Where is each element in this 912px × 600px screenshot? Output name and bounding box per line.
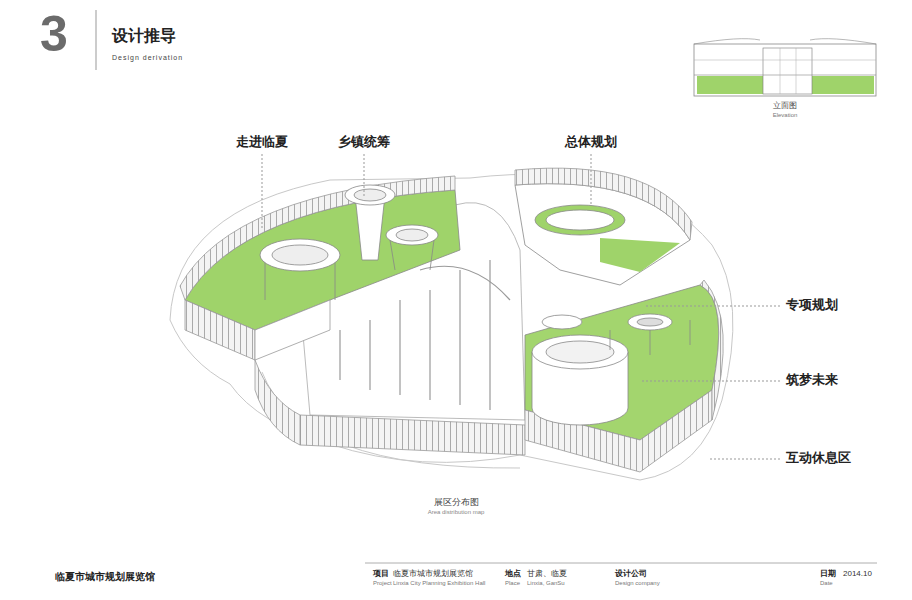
- cylinders: [532, 314, 690, 425]
- footer-value-english: Linxia City Planning Exhibition Hall: [393, 580, 485, 587]
- zone-callout: 专项规划: [786, 298, 838, 313]
- elevation-roof: [694, 39, 876, 44]
- leader-lines: [262, 154, 780, 459]
- thumbnail-subtitle: Elevation: [773, 112, 798, 119]
- curtain-wall: [185, 300, 255, 360]
- zone-green: [600, 238, 680, 272]
- zone-callout: 总体规划: [565, 135, 617, 150]
- footer-value-english: Linxia, GanSu: [527, 580, 565, 587]
- site-outline: [170, 174, 733, 480]
- elevation-frame: [694, 44, 876, 96]
- section-number: 3: [40, 6, 68, 64]
- curtain-wall: [180, 176, 455, 300]
- footer-key-english: Project: [373, 580, 392, 587]
- footer-value: 2014.10: [843, 569, 872, 578]
- title-english: Design derivation: [112, 54, 183, 62]
- footer-key: 地点: [505, 569, 521, 578]
- zone-wall: [255, 300, 330, 360]
- elevation-line: [780, 48, 781, 94]
- footer-key-english: Place: [505, 580, 520, 587]
- elevation-core: [763, 48, 812, 94]
- curtain-wall: [700, 280, 723, 420]
- elevation-green: [697, 76, 763, 94]
- domes: [260, 185, 438, 300]
- zone-callout: 筑梦未来: [786, 373, 838, 388]
- footer-rule: [365, 563, 877, 564]
- board-title: 设计推导: [112, 27, 176, 45]
- project-name: 临夏市城市规划展览馆: [55, 571, 155, 583]
- curtain-wall: [255, 360, 300, 445]
- footer-key: 项目: [373, 569, 389, 578]
- ring-platform: [546, 210, 614, 230]
- elevation-thumbnail: [694, 39, 876, 96]
- footer-key: 设计公司: [615, 569, 647, 578]
- header-divider: [96, 10, 97, 70]
- footer-key: 日期: [820, 569, 836, 578]
- zone-callout: 乡镇统筹: [338, 135, 390, 150]
- elevation-floor: [694, 60, 876, 61]
- footer-value: 甘肃、临夏: [527, 569, 567, 578]
- footer-value: 临夏市城市规划展览馆: [393, 569, 473, 578]
- elevation-green: [812, 76, 874, 94]
- zone-callout: 互动休息区: [786, 451, 851, 466]
- elevation-line: [796, 48, 797, 94]
- curtain-wall: [515, 168, 692, 240]
- footer-key-english: Date: [820, 580, 833, 587]
- curtain-wall: [300, 415, 525, 455]
- elevation-floor: [694, 75, 876, 76]
- zone-callout: 走进临夏: [236, 135, 288, 150]
- ring-platform: [535, 205, 625, 235]
- map-subtitle: Area distribution map: [428, 509, 485, 516]
- thumbnail-title: 立面图: [773, 101, 797, 110]
- map-title: 展区分布图: [434, 497, 479, 507]
- footer-key-english: Design company: [615, 580, 660, 587]
